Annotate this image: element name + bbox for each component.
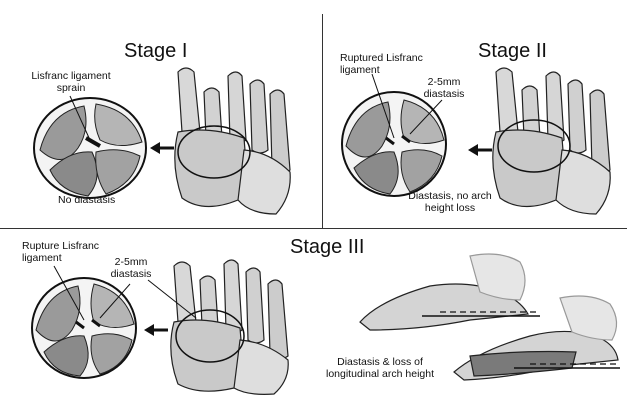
stage-3-lateral-view-top — [360, 254, 540, 330]
stage-3-arrow — [144, 324, 168, 336]
stage-3-magnified-view — [32, 266, 136, 378]
stage-3-foot-bones — [171, 260, 288, 394]
